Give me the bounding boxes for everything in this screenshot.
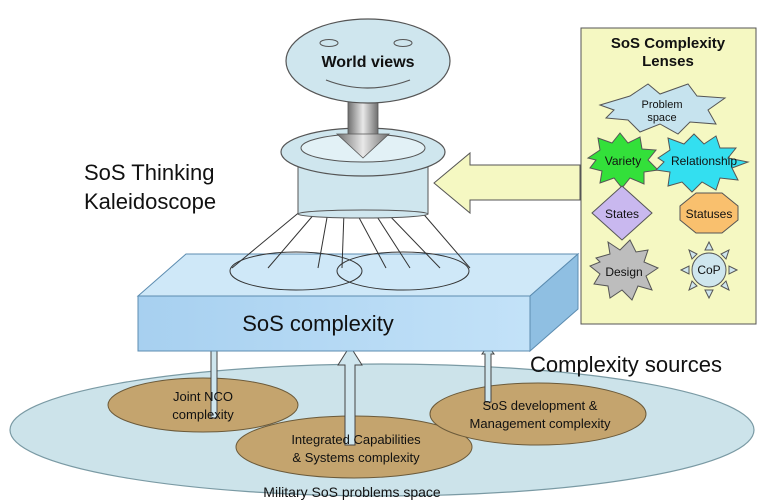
face-eye-right-icon	[393, 39, 413, 47]
joint-nco-line2: complexity	[172, 407, 234, 422]
cop-lens-shape	[679, 240, 739, 300]
statuses-lens-label: Statuses	[686, 207, 733, 221]
variety-lens-label: Variety	[605, 154, 641, 168]
integrated-line1: Integrated Capabilities	[291, 432, 421, 447]
development-blob	[429, 382, 647, 446]
sos-complexity-label: SoS complexity	[242, 311, 394, 336]
problem-space-lens-line1: Problem	[642, 99, 683, 111]
kaleidoscope-label-line2: Kaleidoscope	[84, 189, 216, 214]
joint-nco-blob	[107, 377, 299, 433]
development-line1: SoS development &	[483, 398, 598, 413]
complexity-sources-label: Complexity sources	[530, 352, 722, 377]
lenses-title-line2: Lenses	[642, 53, 694, 70]
statuses-lens-shape	[679, 192, 739, 234]
face-eye-left-icon	[319, 39, 339, 47]
world-views-face	[285, 18, 451, 104]
development-line2: Management complexity	[470, 416, 611, 431]
projection-ellipse-right	[336, 251, 470, 291]
kaleidoscope-lines	[231, 209, 471, 269]
integrated-line2: & Systems complexity	[292, 450, 420, 465]
cop-lens-label: CoP	[697, 263, 720, 277]
joint-nco-line1: Joint NCO	[173, 389, 233, 404]
problem-space-lens-line2: space	[647, 112, 676, 124]
problem-space-label: Military SoS problems space	[263, 484, 441, 500]
relationship-lens-shape	[654, 133, 750, 193]
problem-space-lens-shape	[598, 83, 727, 135]
lenses-to-kaleidoscope-arrow	[433, 151, 581, 215]
face-smile-icon	[325, 79, 411, 89]
projection-ellipse-left	[229, 251, 363, 291]
world-views-label: World views	[321, 54, 414, 71]
relationship-lens-label: Relationship	[671, 154, 737, 168]
design-lens-label: Design	[605, 265, 642, 279]
states-lens-label: States	[605, 207, 639, 221]
states-lens-shape	[591, 185, 653, 241]
design-lens-shape	[589, 239, 660, 301]
lenses-title-line1: SoS Complexity	[611, 35, 726, 52]
sos-complexity-box	[136, 252, 580, 353]
kaleidoscope-label-line1: SoS Thinking	[84, 160, 214, 185]
